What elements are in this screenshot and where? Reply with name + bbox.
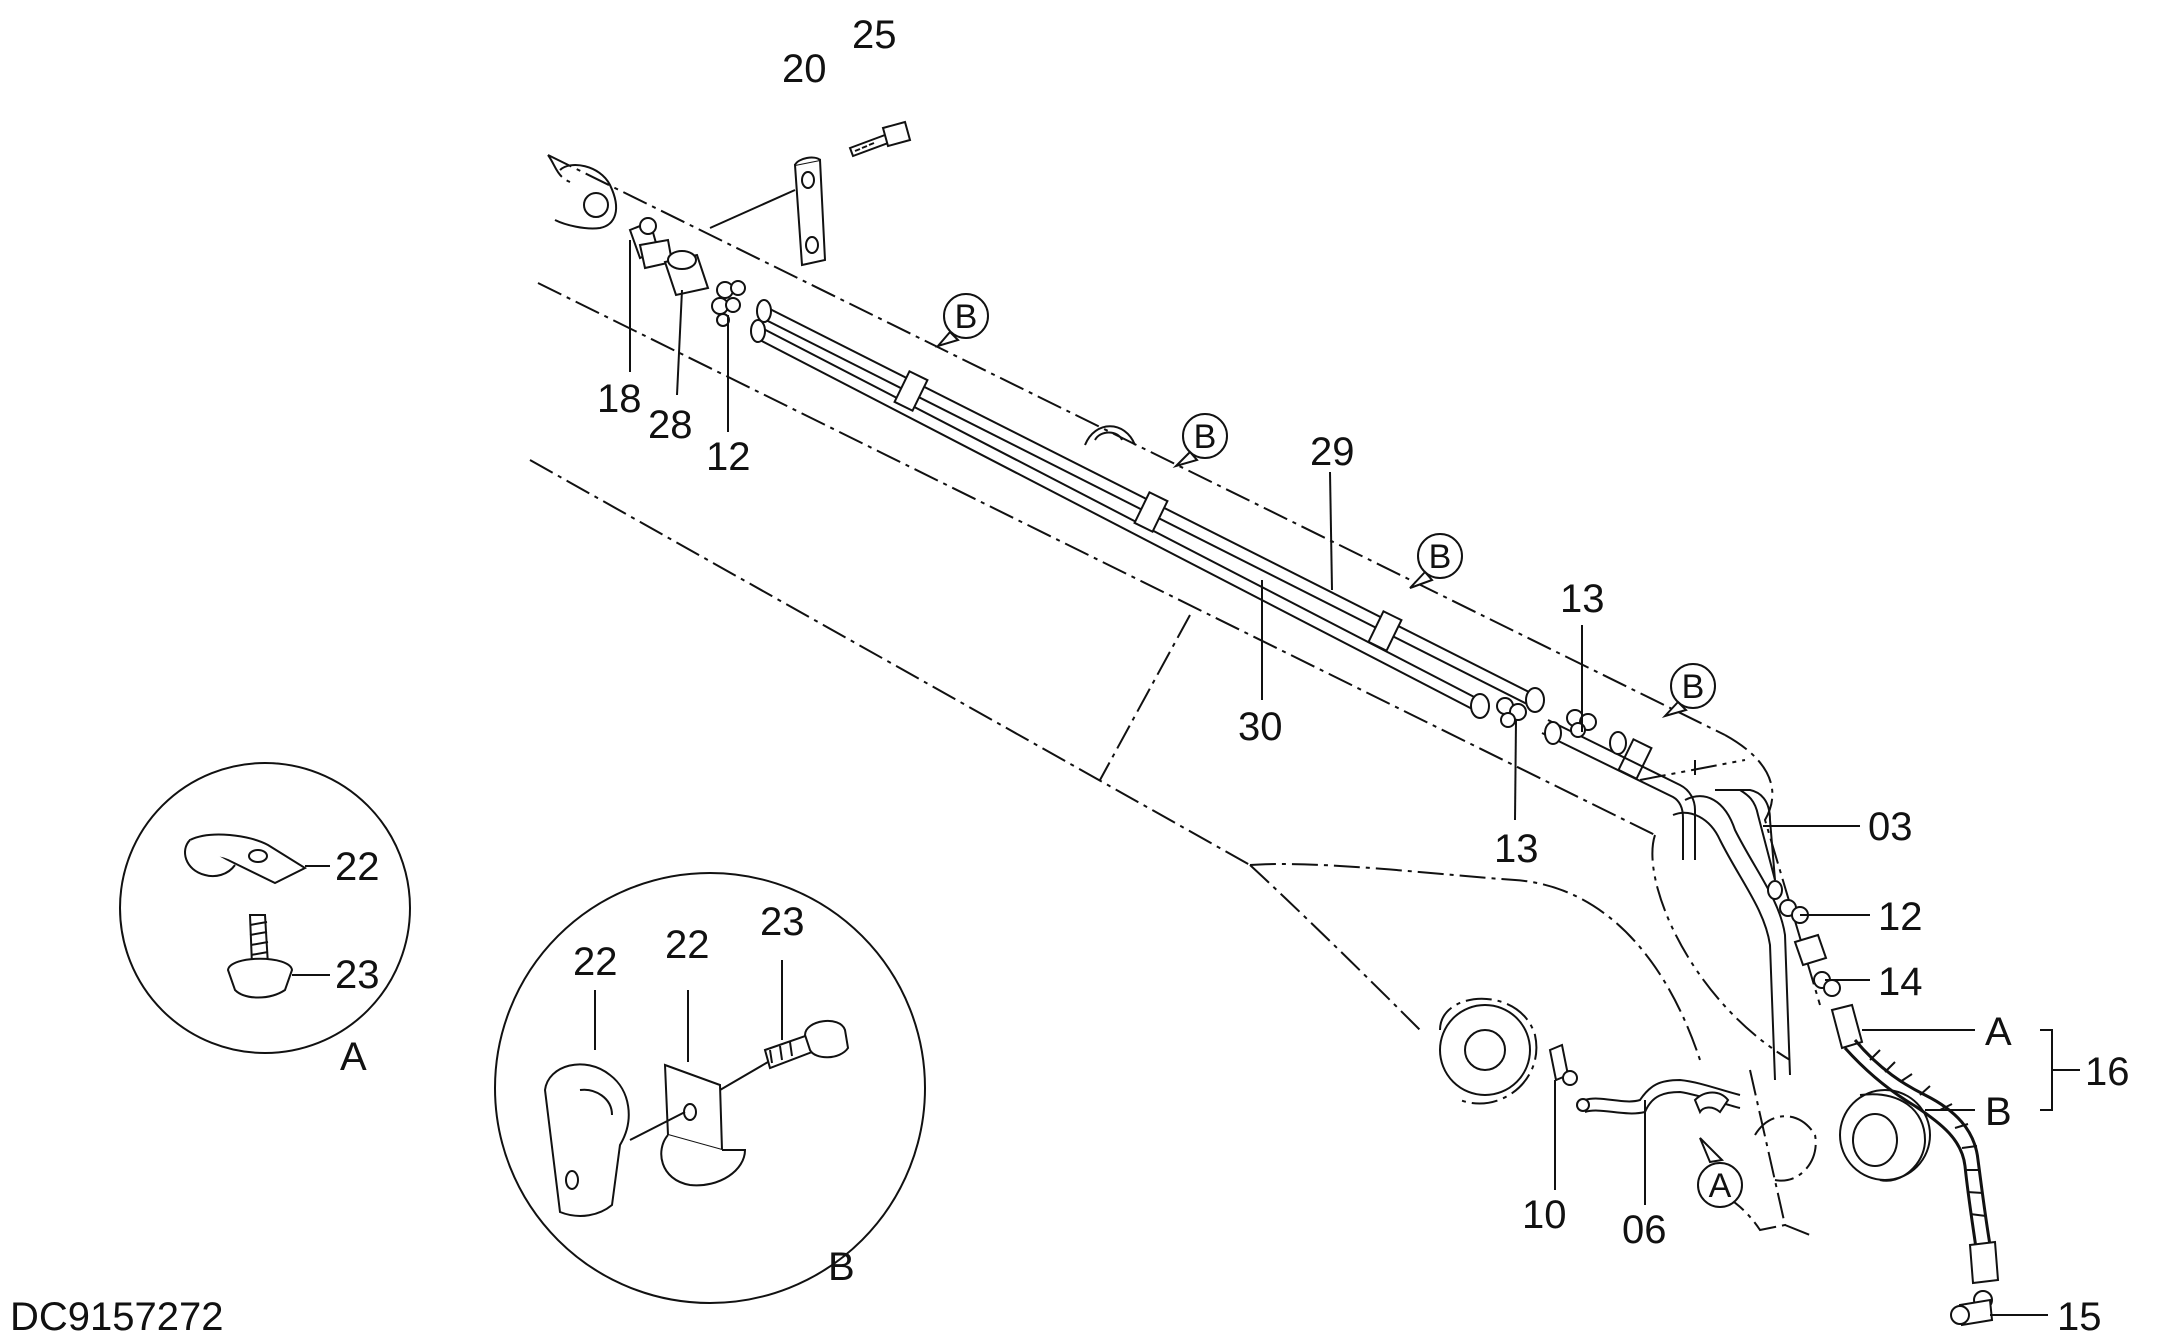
detail-a-callout-23: 23 bbox=[335, 953, 380, 997]
fittings-12 bbox=[711, 280, 746, 327]
hose-end-b-label: B bbox=[1985, 1090, 2012, 1134]
detail-b-label: B bbox=[828, 1245, 855, 1289]
fitting-28 bbox=[663, 250, 710, 297]
callout-20: 20 bbox=[782, 47, 827, 91]
callout-10: 10 bbox=[1522, 1193, 1567, 1237]
diagram-code: DC9157272 bbox=[10, 1295, 224, 1339]
elbow-15 bbox=[1950, 1290, 1994, 1327]
pipe-clamps bbox=[893, 369, 1653, 781]
detail-b-callout-22-right: 22 bbox=[665, 923, 710, 967]
svg-text:B: B bbox=[1682, 668, 1705, 706]
callout-29: 29 bbox=[1310, 430, 1355, 474]
block-14 bbox=[1793, 933, 1841, 997]
section-markers: B B B B A bbox=[935, 293, 1743, 1208]
svg-text:B: B bbox=[955, 298, 978, 336]
callout-16: 16 bbox=[2085, 1050, 2130, 1094]
fittings-13-upper bbox=[1566, 709, 1597, 738]
callout-06: 06 bbox=[1622, 1208, 1667, 1252]
steel-pipe-30 bbox=[755, 324, 1481, 714]
fitting-10 bbox=[1548, 1043, 1578, 1086]
callout-15: 15 bbox=[2057, 1295, 2102, 1339]
svg-text:B: B bbox=[1194, 418, 1217, 456]
bracket-20 bbox=[793, 156, 827, 267]
callout-13-lower: 13 bbox=[1494, 827, 1539, 871]
detail-b-callout-22-left: 22 bbox=[573, 940, 618, 984]
pipe-06 bbox=[1576, 1078, 1741, 1115]
bolt-25 bbox=[848, 120, 912, 158]
elbow-18 bbox=[628, 217, 674, 270]
callout-28: 28 bbox=[648, 403, 693, 447]
leader-20-25 bbox=[709, 189, 796, 229]
svg-text:B: B bbox=[1429, 538, 1452, 576]
hose-16 bbox=[1830, 1003, 2000, 1285]
detail-view-a: 22 23 A bbox=[119, 762, 411, 1079]
callout-labels: 20 25 18 28 12 29 30 13 13 03 12 14 16 1… bbox=[597, 13, 2130, 1339]
pipe-ends-left bbox=[750, 299, 772, 343]
pipe-03 bbox=[1541, 719, 1791, 1081]
detail-b-callout-23: 23 bbox=[760, 900, 805, 944]
callout-25: 25 bbox=[852, 13, 897, 57]
callout-18: 18 bbox=[597, 377, 642, 421]
callout-14: 14 bbox=[1878, 960, 1923, 1004]
callout-13-upper: 13 bbox=[1560, 577, 1605, 621]
detail-a-callout-22: 22 bbox=[335, 845, 380, 889]
callout-12-right: 12 bbox=[1878, 895, 1923, 939]
svg-text:A: A bbox=[1709, 1167, 1732, 1205]
callout-30: 30 bbox=[1238, 705, 1283, 749]
pipe-joints-right bbox=[1544, 721, 1627, 755]
hose-end-a-label: A bbox=[1985, 1010, 2012, 1054]
callout-12-left: 12 bbox=[706, 435, 751, 479]
fitting-12-right bbox=[1767, 880, 1809, 924]
pipe-ends-mid bbox=[1470, 687, 1545, 719]
detail-a-label: A bbox=[340, 1035, 367, 1079]
callout-03: 03 bbox=[1868, 805, 1913, 849]
boom-outline bbox=[529, 154, 1931, 1236]
fittings-13-lower bbox=[1496, 697, 1527, 728]
leader-lines bbox=[629, 240, 2080, 1316]
detail-view-b: 22 22 23 B bbox=[494, 872, 926, 1304]
